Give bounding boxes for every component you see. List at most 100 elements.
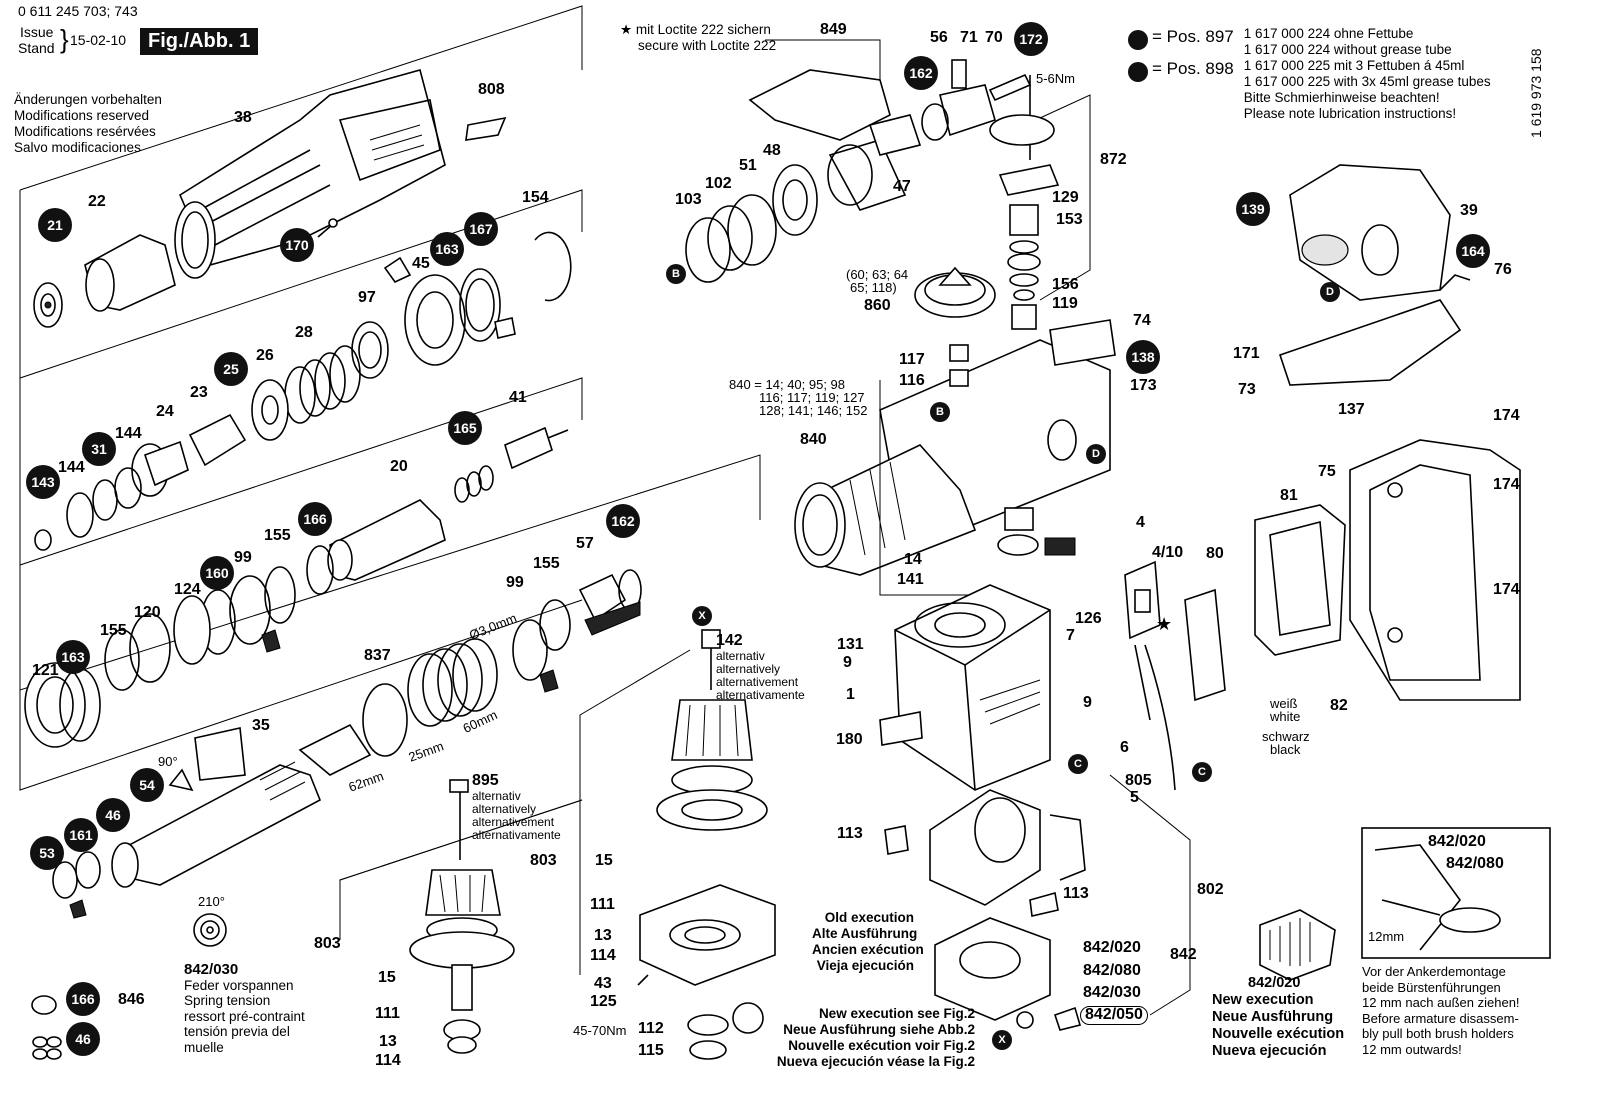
part-label-180: 180: [836, 731, 863, 748]
field-coil-802: [884, 789, 1086, 917]
part-label-9-b: 9: [1083, 694, 1092, 711]
inset-dim-12mm: 12mm: [1368, 929, 1405, 944]
part-label-39: 39: [1460, 202, 1478, 219]
issue-label: Issue: [20, 24, 54, 40]
circled-callout-166-b: 166: [66, 982, 100, 1016]
angle-210: 210°: [198, 894, 225, 909]
part-label-117: 117: [899, 351, 925, 368]
part-label-28: 28: [295, 324, 313, 341]
inset-brush-detail: [1361, 827, 1551, 959]
cap-parts-22-21: [33, 234, 176, 328]
circled-callout-170: 170: [280, 228, 314, 262]
connector-b-b: B: [930, 402, 950, 422]
part-label-154: 154: [522, 189, 549, 206]
part-label-895: 895: [472, 772, 499, 789]
part-label-111-a: 111: [375, 1005, 400, 1022]
part-label-114-a: 114: [375, 1052, 401, 1069]
part-label-4: 4: [1136, 514, 1145, 531]
circled-callout-165: 165: [448, 411, 482, 445]
bearing-56-70: [921, 59, 1032, 141]
circled-callout-172: 172: [1014, 22, 1048, 56]
part-label-23: 23: [190, 384, 208, 401]
gear-housing-840: [794, 319, 1116, 576]
loctite-star-icon: ★: [1156, 614, 1173, 634]
frame-803b: [579, 649, 691, 975]
circled-callout-46: 46: [96, 798, 130, 832]
connector-d-b: D: [1320, 282, 1340, 302]
part-label-15-a: 15: [378, 969, 396, 986]
part-label-155-b: 155: [100, 622, 127, 639]
frame-803a: [339, 799, 583, 940]
part-label-141: 141: [897, 571, 924, 588]
gear-parts-51-48: [685, 164, 818, 283]
part-label-113-a: 113: [837, 825, 863, 842]
part-label-26: 26: [256, 347, 274, 364]
connector-x-a: X: [692, 606, 712, 626]
part-label-57: 57: [576, 535, 594, 552]
part-label-808: 808: [478, 81, 505, 98]
part-label-849: 849: [820, 21, 847, 38]
handle-75: [1349, 439, 1521, 701]
part-label-115: 115: [638, 1042, 664, 1059]
armature-center-803: [656, 629, 768, 831]
part-label-7: 7: [1066, 627, 1075, 644]
part-label-803-b: 803: [530, 852, 557, 869]
label-tag-808: [465, 116, 507, 141]
circled-callout-167: 167: [464, 212, 498, 246]
part-label-116: 116: [899, 372, 925, 389]
screw-170: [317, 218, 338, 238]
circled-callout-164: 164: [1456, 234, 1490, 268]
part-label-120: 120: [134, 604, 161, 621]
execution-new-note: 842/020 New execution Neue Ausführung No…: [1212, 975, 1345, 1059]
part-label-13-b: 13: [594, 927, 612, 944]
part-label-38: 38: [234, 109, 252, 126]
part-label-155-a: 155: [264, 527, 291, 544]
part-label-803-a: 803: [314, 935, 341, 952]
grease-note: = Pos. 897 1 617 000 224 ohne Fettube 1 …: [1128, 26, 1491, 122]
part-label-99-b: 99: [506, 574, 524, 591]
part-label-73: 73: [1238, 381, 1256, 398]
part-label-103: 103: [675, 191, 702, 208]
circled-callout-160: 160: [200, 556, 234, 590]
part-label-129: 129: [1052, 189, 1079, 206]
part-label-173: 173: [1130, 377, 1157, 394]
part-label-97: 97: [358, 289, 376, 306]
part-label-80: 80: [1206, 545, 1224, 562]
group-840-note: 840 = 14; 40; 95; 98 116; 117; 119; 127 …: [729, 377, 868, 418]
part-label-137: 137: [1338, 401, 1365, 418]
part-label-81: 81: [1280, 487, 1298, 504]
torque-45-70nm: 45-70Nm: [573, 1023, 627, 1038]
part-label-121: 121: [32, 662, 59, 679]
part-label-47: 47: [893, 178, 911, 195]
part-label-842: 842: [1170, 946, 1197, 963]
circled-callout-139: 139: [1236, 192, 1270, 226]
part-label-22: 22: [88, 193, 106, 210]
part-label-48: 48: [763, 142, 781, 159]
part-label-837: 837: [364, 647, 391, 664]
part-label-71: 71: [960, 29, 978, 46]
circled-callout-25: 25: [214, 352, 248, 386]
brush-holder-842: [934, 917, 1082, 1031]
connector-b-a: B: [666, 264, 686, 284]
circled-callout-166: 166: [298, 502, 332, 536]
circled-callout-54: 54: [130, 768, 164, 802]
gear-stack-872: [989, 75, 1091, 330]
part-label-102: 102: [705, 175, 732, 192]
main-housing-38: [174, 69, 446, 279]
circled-callout-163: 163: [430, 232, 464, 266]
frame-81: [1254, 504, 1346, 656]
bracket-849: [748, 69, 922, 211]
part-label-174-b: 174: [1493, 476, 1520, 493]
part-label-174-a: 174: [1493, 407, 1520, 424]
part-label-142: 142: [716, 632, 743, 649]
grease-a-dot-icon: [1128, 30, 1148, 50]
part-label-6: 6: [1120, 739, 1129, 756]
brush-holder-new-842-020: [1259, 909, 1336, 981]
connector-x-b: X: [992, 1030, 1012, 1050]
part-label-125: 125: [590, 993, 617, 1010]
circled-callout-31: 31: [82, 432, 116, 466]
bottom-cover-73: [1278, 299, 1462, 386]
part-label-842-080: 842/080: [1083, 962, 1141, 979]
armature-left-803: [409, 779, 515, 1054]
